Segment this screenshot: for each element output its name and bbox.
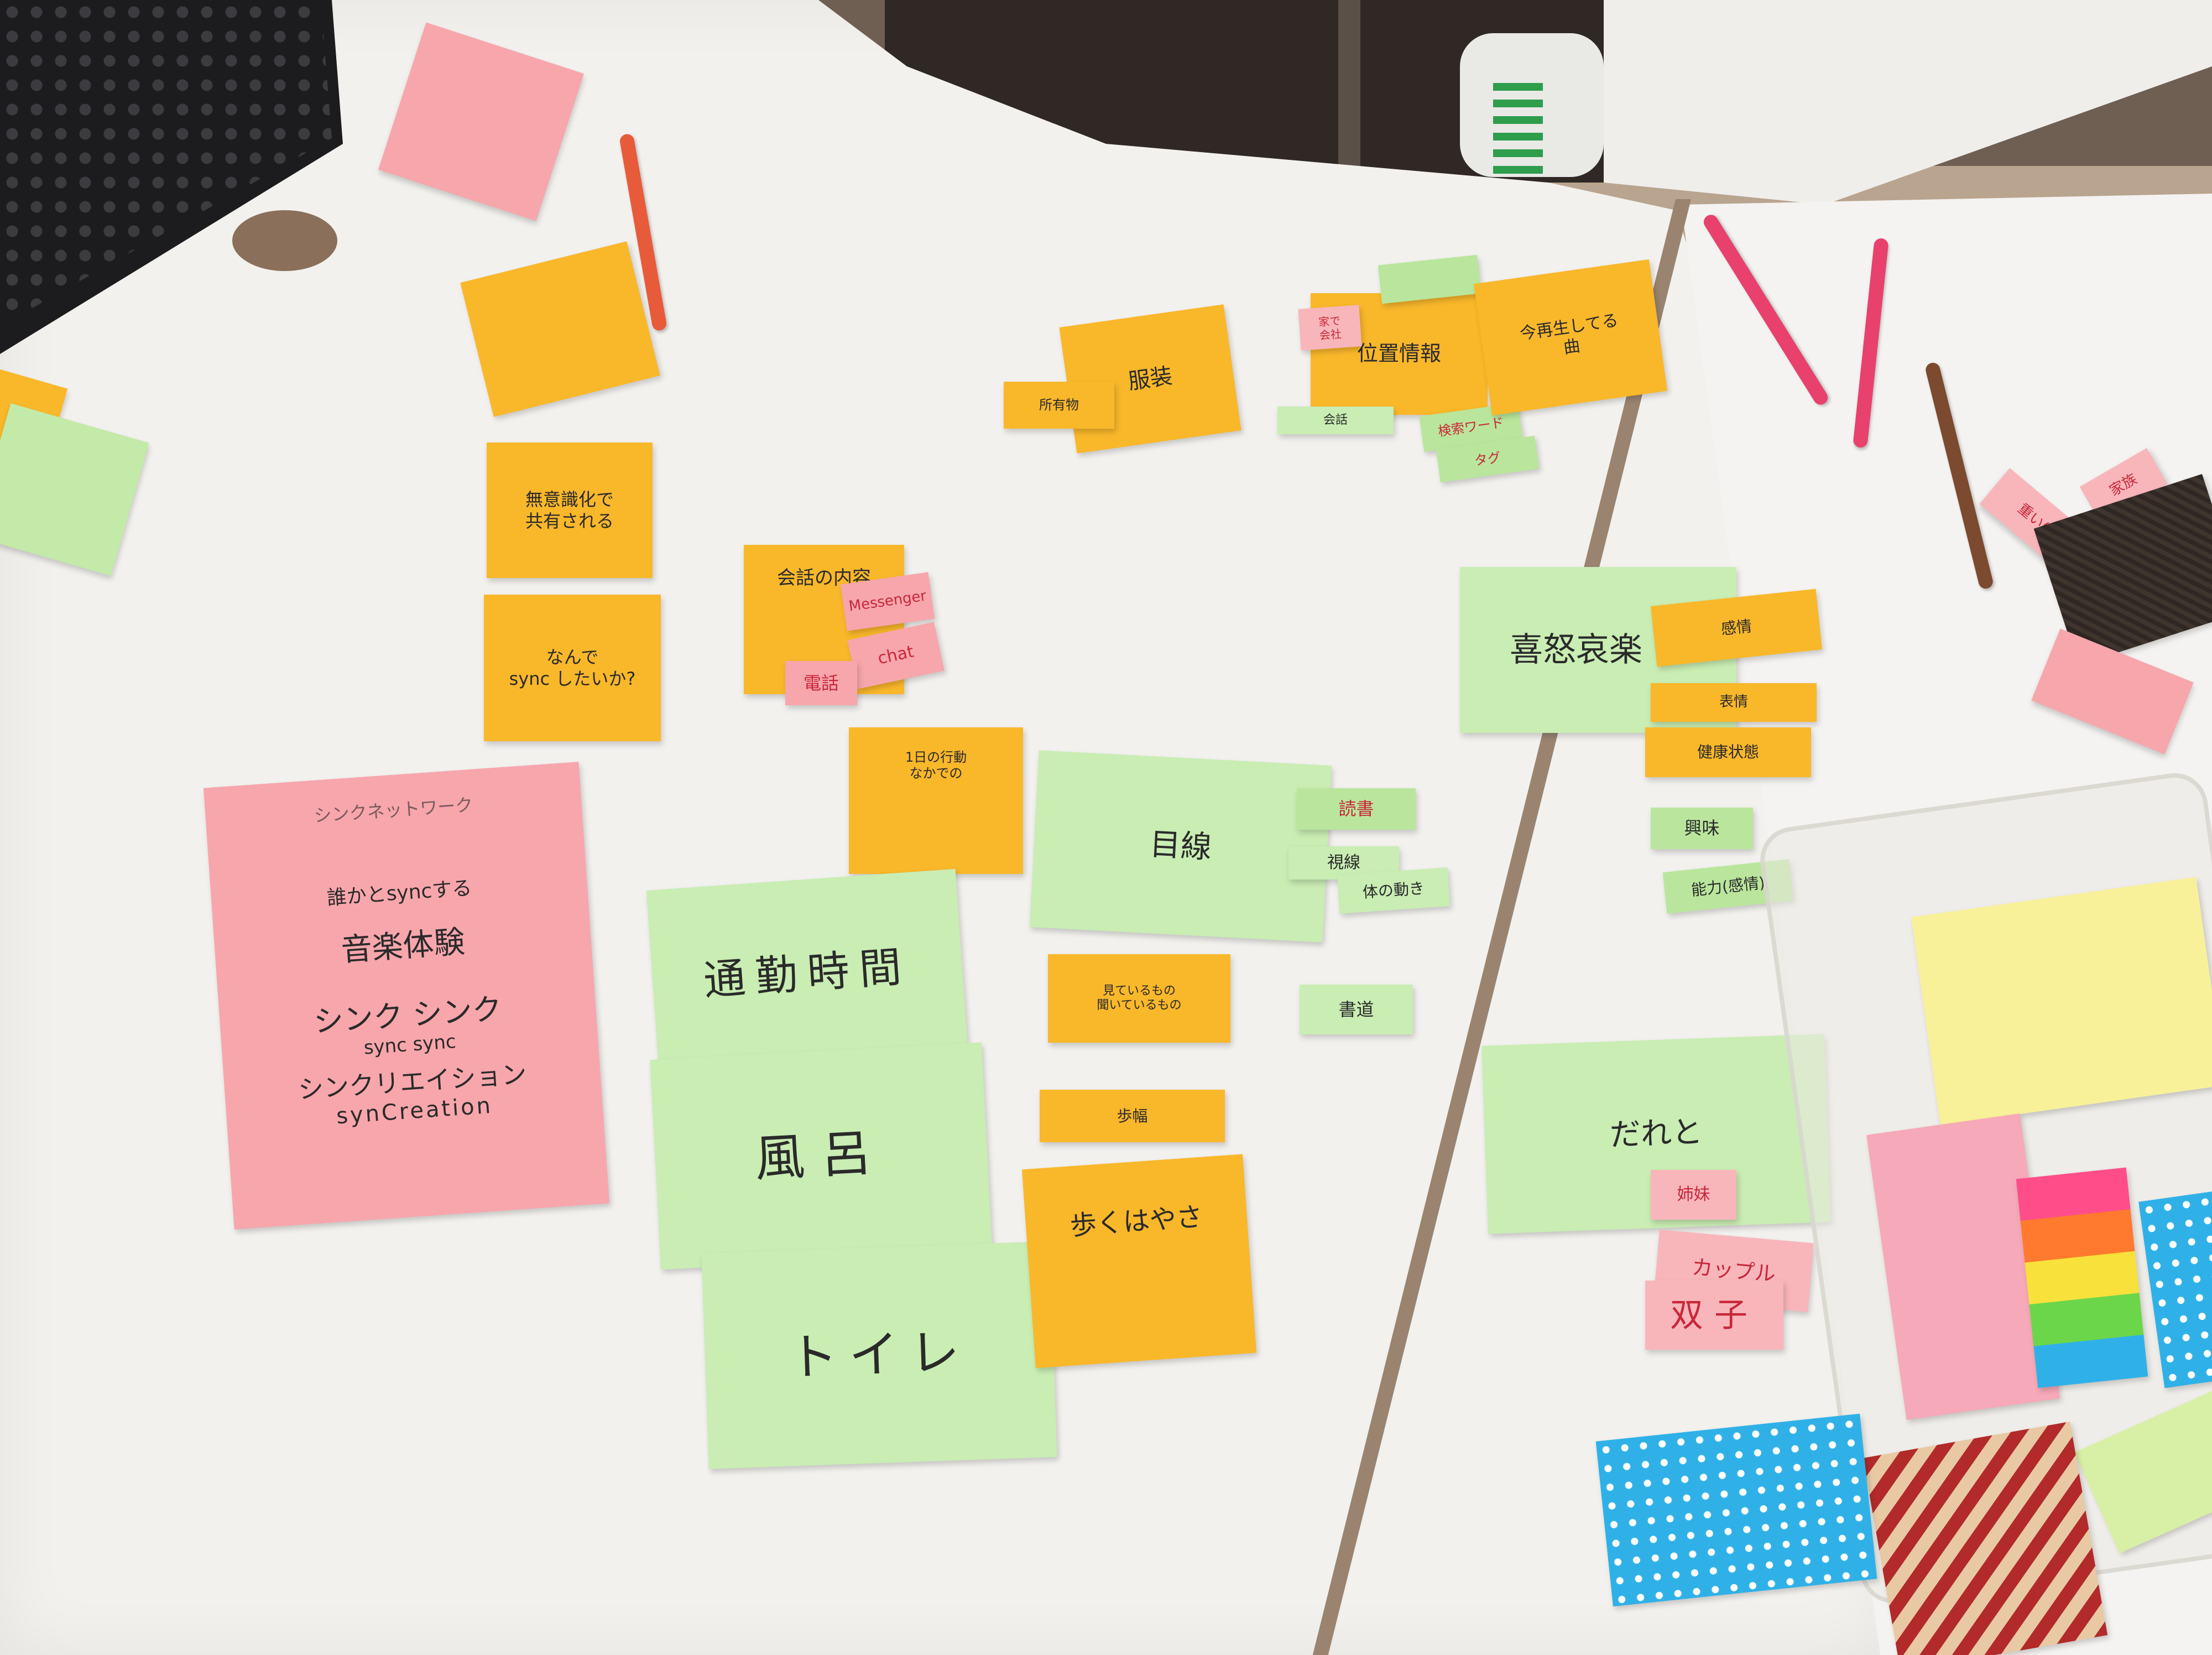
yellow-note-expression: 表情	[1651, 683, 1817, 722]
green-note-body-movement: 体の動き	[1337, 867, 1451, 914]
yellow-note-unconscious: 無意識化で 共有される	[487, 443, 653, 578]
candy-wrapper	[1863, 1421, 2108, 1655]
green-note-bath: 風呂	[650, 1042, 993, 1270]
pink-sheet-sync-network: シンクネットワーク 誰かとsyncする 音楽体験 シンク シンク sync sy…	[203, 762, 610, 1230]
yellow-note-clothes: 服装	[1059, 304, 1241, 454]
chair-leg	[1338, 0, 1360, 166]
yellow-note-current-song: 今再生してる 曲	[1473, 259, 1668, 416]
green-note-calligraphy: 書道	[1300, 985, 1413, 1034]
yellow-note-why-sync: なんで sync したいか?	[484, 595, 661, 741]
pink-sheet-line: 誰かとsyncする	[326, 877, 473, 910]
green-note-toilet: トイレ	[701, 1241, 1057, 1469]
pink-sheet-line: シンク シンク	[312, 991, 503, 1039]
pink-note-sisters: 姉妹	[1651, 1170, 1736, 1220]
yellow-sticky-pad	[1911, 877, 2212, 1126]
yellow-note-daily-action: 1日の行動 なかでの	[849, 727, 1023, 874]
yellow-note-stride: 歩幅	[1040, 1090, 1225, 1142]
pink-note-phone: 電話	[785, 661, 857, 705]
pink-sheet-title: シンクネットワーク	[313, 794, 474, 826]
shoe-laces-icon	[1493, 83, 1543, 177]
right-table-top	[1604, 0, 2212, 205]
yellow-note-belongings: 所有物	[1004, 382, 1114, 429]
blue-polka-dot-pad	[1595, 1413, 1877, 1607]
yellow-note-health: 健康状態	[1645, 727, 1811, 777]
green-note-interest: 興味	[1651, 808, 1753, 849]
index-tabs	[2016, 1167, 2148, 1388]
yellow-note-walking-speed: 歩くはやさ	[1021, 1154, 1257, 1368]
table-hole	[232, 210, 337, 271]
green-note-talk: 会話	[1277, 407, 1394, 434]
green-note-reading: 読書	[1297, 788, 1416, 830]
pink-sheet-line: 音楽体験	[340, 924, 466, 969]
pink-note-home-office: 家で 会社	[1298, 305, 1362, 351]
green-note-gaze: 目線	[1029, 750, 1332, 943]
pink-note-twins: 双子	[1645, 1281, 1783, 1350]
yellow-note-seen-heard: 見ているもの 聞いているもの	[1048, 954, 1230, 1043]
